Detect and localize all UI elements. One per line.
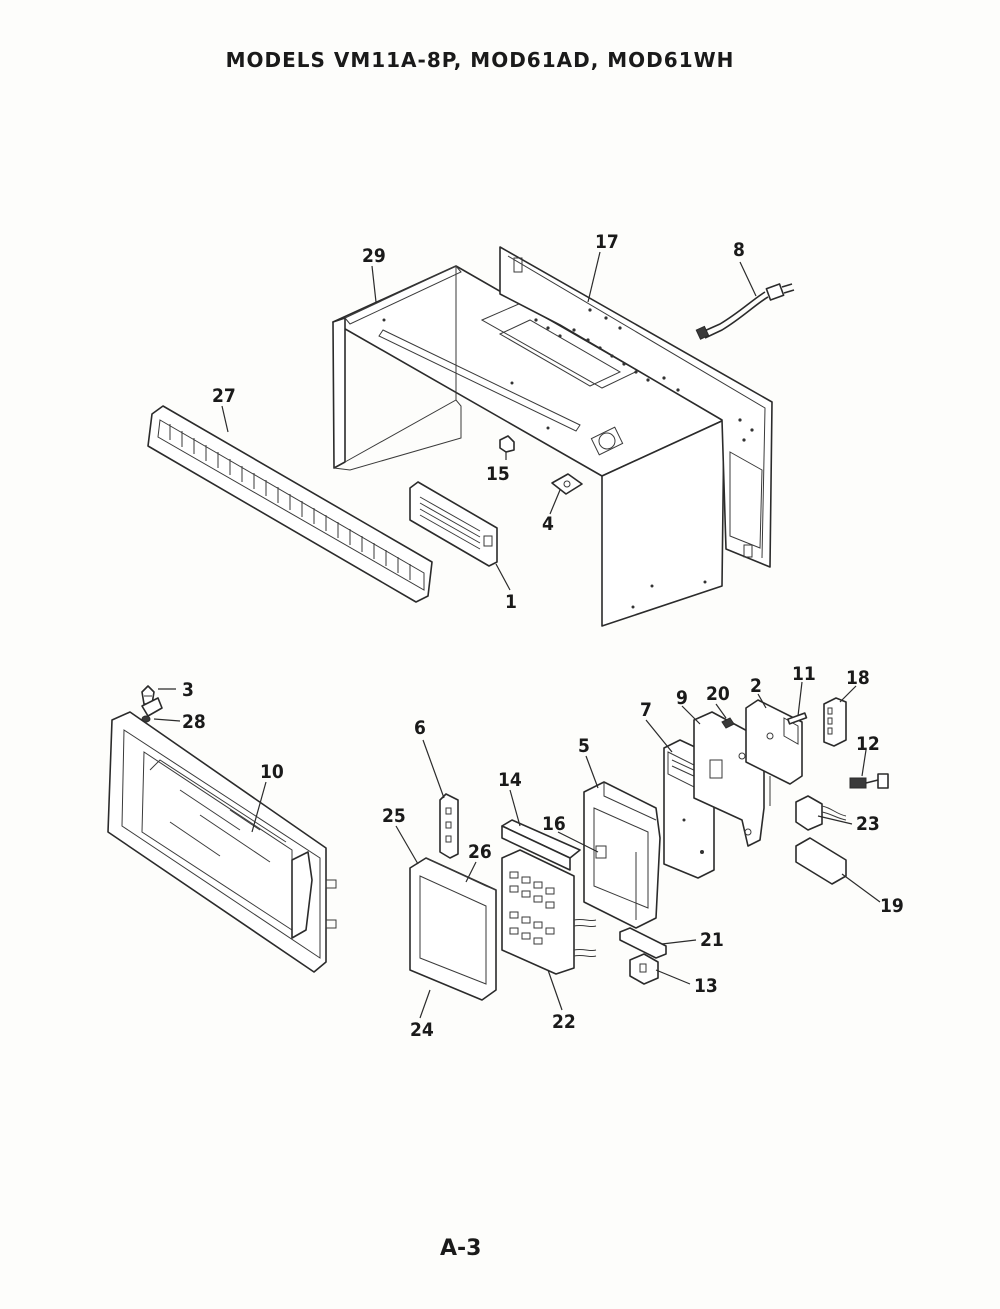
callout-29: 29 [362,245,386,267]
page-title: MODELS VM11A-8P, MOD61AD, MOD61WH [225,48,735,72]
leader-lines [153,251,881,1019]
part-3-latch-pin [141,685,155,705]
part-6-hinge-bracket [439,793,459,859]
part-12-harness-plug [849,773,889,789]
part-10-door [107,697,337,973]
callout-10: 10 [260,761,284,783]
callout-1: 1 [505,591,517,613]
callout-12: 12 [856,733,880,755]
part-4-bracket [551,473,583,495]
callout-26: 26 [468,841,492,863]
part-20-fastener [721,717,735,729]
callout-7: 7 [640,699,652,721]
part-5-control-panel-frame [583,781,661,929]
callout-27: 27 [212,385,236,407]
part-21-bracket [619,927,667,959]
page-number: A-3 [440,1236,482,1261]
part-22-keypad-membrane [501,849,597,975]
callout-19: 19 [880,895,904,917]
callout-13: 13 [694,975,718,997]
part-19-cover-plate [795,837,847,885]
part-18-connector [823,697,847,747]
callout-25: 25 [382,805,406,827]
callout-16: 16 [542,813,566,835]
callout-9: 9 [676,687,688,709]
callout-22: 22 [552,1011,576,1033]
part-28-washer [141,715,151,723]
callout-23: 23 [856,813,880,835]
part-25-door-choke-frame [409,857,497,1001]
part-27-front-grille [147,405,433,603]
callout-21: 21 [700,929,724,951]
callout-3: 3 [182,679,194,701]
part-29-outer-cabinet [332,265,725,627]
part-13-switch [629,953,659,985]
callout-6: 6 [414,717,426,739]
callout-14: 14 [498,769,522,791]
callout-5: 5 [578,735,590,757]
callout-17: 17 [595,231,619,253]
part-11-fuse [787,712,808,725]
callout-labels: 29 17 8 27 15 4 1 3 28 10 6 25 26 24 14 … [182,231,904,1041]
callout-28: 28 [182,711,206,733]
callout-8: 8 [733,239,745,261]
callout-2: 2 [750,675,762,697]
part-15-clip [499,435,515,453]
callout-15: 15 [486,463,510,485]
callout-24: 24 [410,1019,434,1041]
part-17-back-plate [499,246,773,568]
part-23-transformer [795,795,847,831]
callout-20: 20 [706,683,730,705]
part-1-vent-panel [409,481,498,567]
callout-11: 11 [792,663,816,685]
callout-4: 4 [542,513,554,535]
part-8-power-cord [695,283,795,340]
callout-18: 18 [846,667,870,689]
part-14-cover-strip [501,819,581,871]
